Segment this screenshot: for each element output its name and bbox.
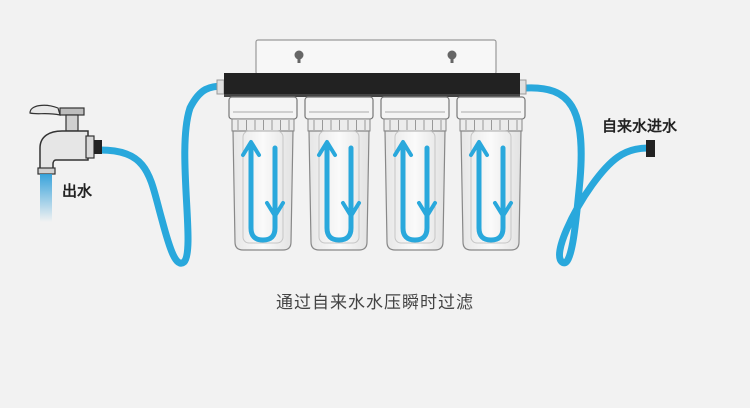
filter-cartridge xyxy=(228,96,298,251)
filter-cartridge xyxy=(304,96,374,251)
filter-cartridge xyxy=(456,96,526,251)
mounting-plate xyxy=(255,39,497,75)
mount-hole-icon xyxy=(447,50,457,63)
filter-cartridge xyxy=(380,96,450,251)
arrow-down-icon xyxy=(265,201,285,218)
arrow-up-icon xyxy=(469,140,489,157)
outlet-label: 出水 xyxy=(62,182,93,200)
filter-bracket xyxy=(216,73,527,97)
arrow-up-icon xyxy=(393,140,413,157)
filter-array xyxy=(228,96,526,251)
arrow-down-icon xyxy=(417,201,437,218)
arrow-down-icon xyxy=(493,201,513,218)
inlet-fitting xyxy=(646,140,655,157)
caption: 通过自来水水压瞬时过滤 xyxy=(276,293,474,313)
outlet-hose xyxy=(96,82,228,267)
arrow-up-icon xyxy=(241,140,261,157)
inlet-label: 自来水进水 xyxy=(602,117,678,135)
faucet-icon xyxy=(29,104,102,175)
inlet-hose xyxy=(522,84,652,267)
arrow-up-icon xyxy=(317,140,337,157)
water-stream xyxy=(40,174,52,222)
arrow-down-icon xyxy=(341,201,361,218)
mount-hole-icon xyxy=(294,50,304,63)
